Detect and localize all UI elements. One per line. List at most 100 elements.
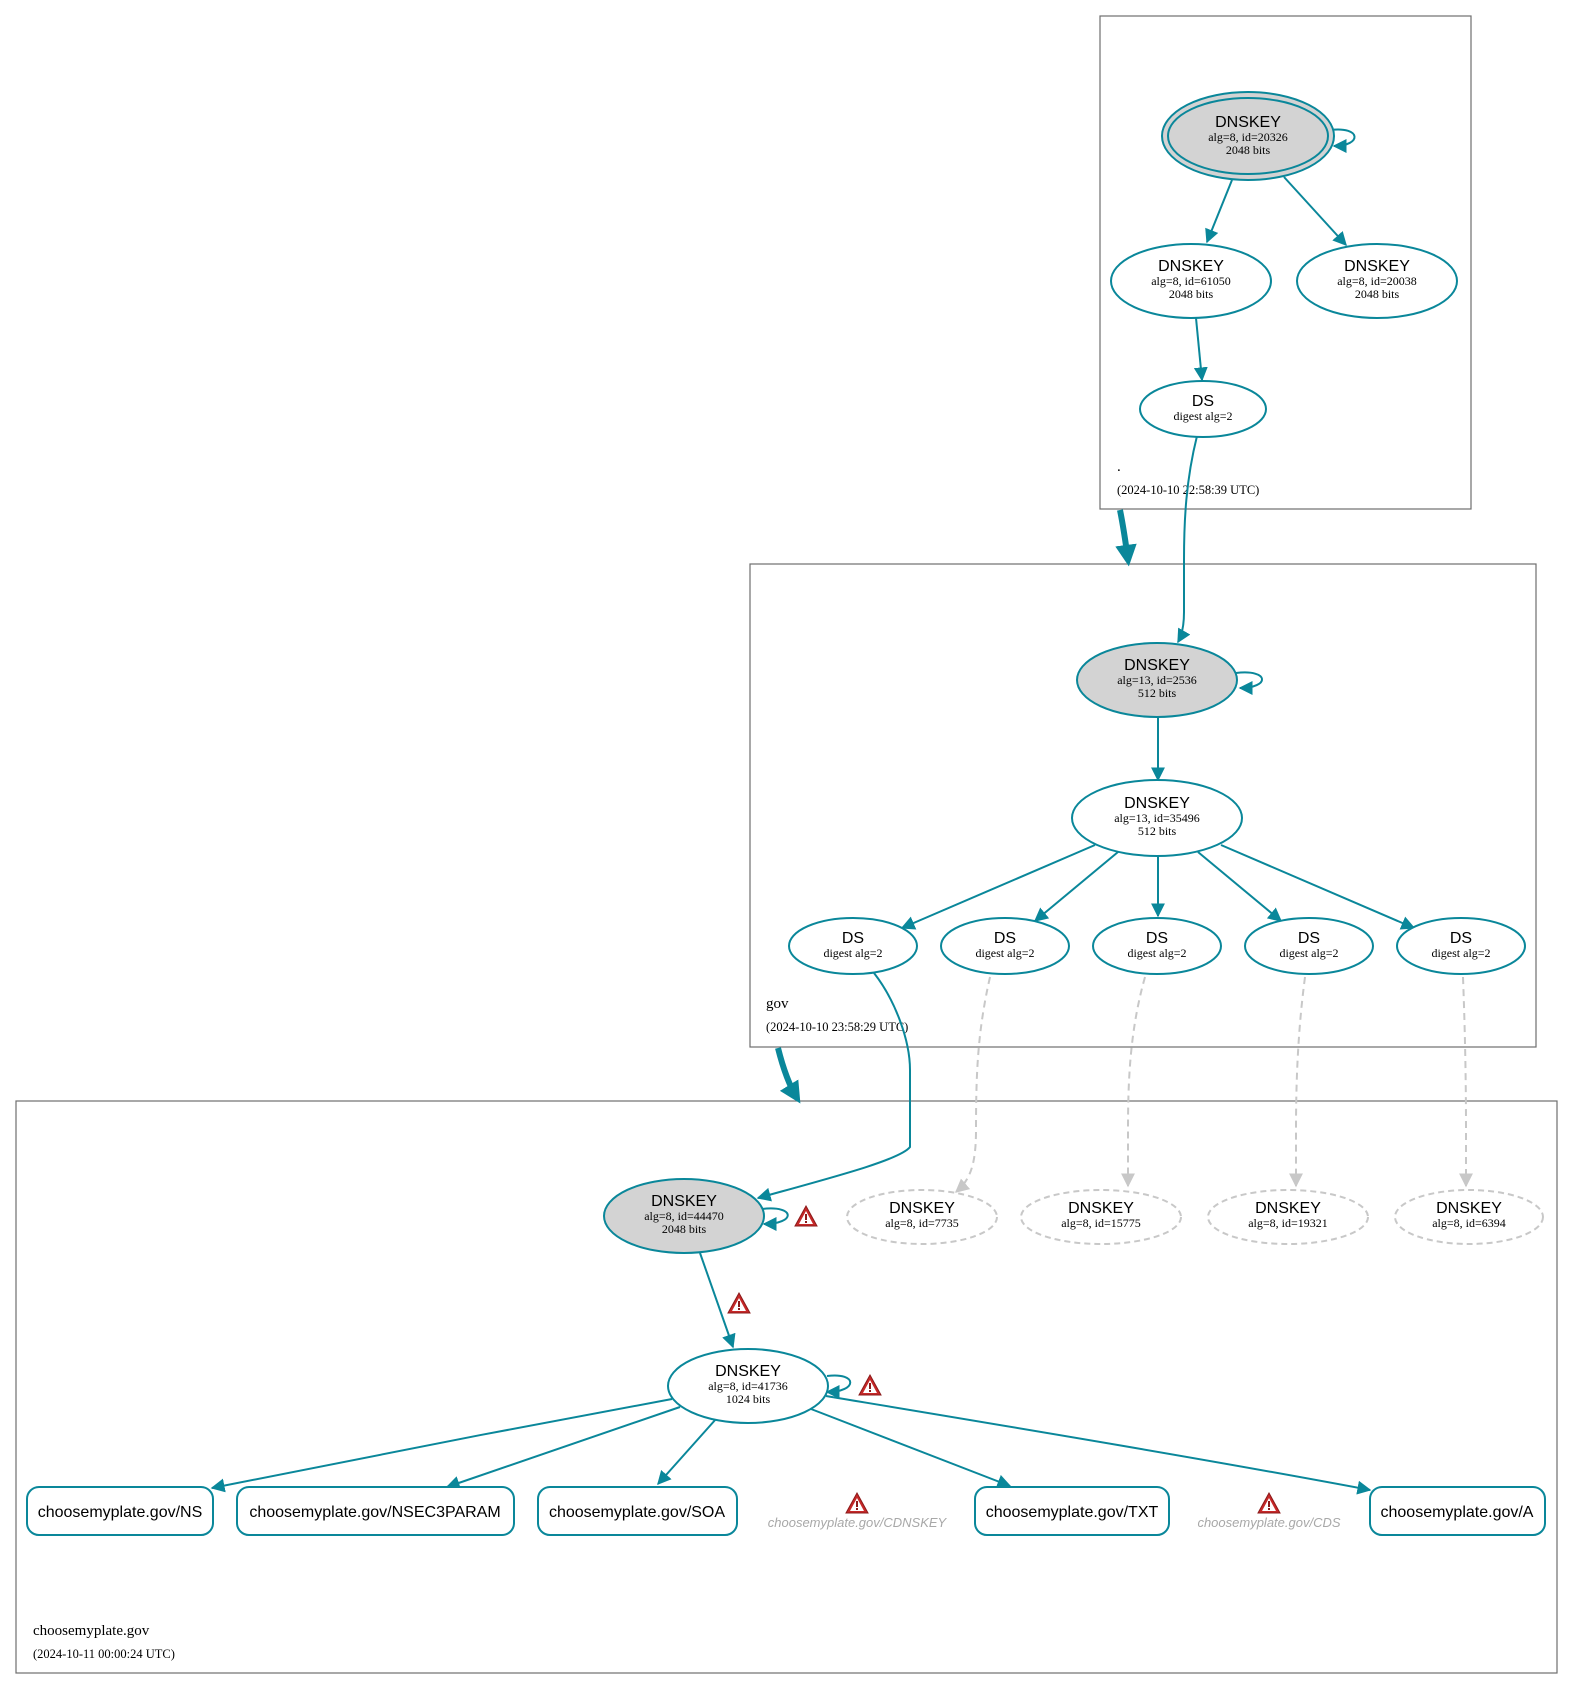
node-cmp-missing-6394[interactable]: DNSKEY alg=8, id=6394 [1394, 1189, 1544, 1245]
edge-root-zsk1-ds [1193, 317, 1208, 382]
delegation-arrow-gov-choosemyplate [775, 1047, 801, 1104]
node-detail: 512 bits [1138, 686, 1177, 700]
delegation-arrow-root-gov [1115, 509, 1137, 567]
node-detail: 2048 bits [1226, 143, 1271, 157]
node-detail: alg=13, id=2536 [1117, 673, 1197, 687]
node-detail: digest alg=2 [975, 946, 1034, 960]
node-root-zsk-20038[interactable]: DNSKEY alg=8, id=20038 2048 bits [1296, 243, 1458, 319]
edge-gov-ds3-missing2 [1121, 976, 1146, 1188]
edge-cmp-ksk-self [761, 1207, 789, 1231]
node-detail: alg=8, id=41736 [708, 1379, 788, 1393]
edge-gov-ds5-missing4 [1459, 976, 1473, 1188]
edge-root-ksk-zsk1 [1205, 179, 1233, 244]
rrset-txt[interactable]: choosemyplate.gov/TXT [974, 1486, 1170, 1536]
node-detail: digest alg=2 [1279, 946, 1338, 960]
edge-gov-ds2-missing1 [954, 976, 991, 1193]
node-detail: alg=13, id=35496 [1114, 811, 1200, 825]
node-title: DS [1192, 393, 1214, 410]
node-detail: 2048 bits [1169, 287, 1214, 301]
node-detail: digest alg=2 [1431, 946, 1490, 960]
edge-cmp-zsk-self [825, 1374, 852, 1399]
edge-root-ksk-zsk2 [1283, 176, 1347, 247]
edge-gov-zsk-ds1 [900, 844, 1096, 930]
node-gov-ds-2[interactable]: DS digest alg=2 [940, 917, 1070, 975]
rrset-cdnskey-missing[interactable]: choosemyplate.gov/CDNSKEY [768, 1492, 948, 1530]
edge-cmp-zsk-nsec3param [445, 1406, 681, 1490]
node-title: DS [994, 930, 1016, 947]
warning-icon[interactable] [794, 1205, 818, 1227]
node-gov-ds-5[interactable]: DS digest alg=2 [1396, 917, 1526, 975]
node-detail: digest alg=2 [1127, 946, 1186, 960]
edge-gov-ds4-missing3 [1289, 976, 1306, 1188]
node-title: DNSKEY [1215, 114, 1281, 131]
node-cmp-missing-15775[interactable]: DNSKEY alg=8, id=15775 [1020, 1189, 1182, 1245]
edge-cmp-zsk-soa [657, 1418, 717, 1486]
node-detail: alg=8, id=61050 [1151, 274, 1231, 288]
node-gov-ds-4[interactable]: DS digest alg=2 [1244, 917, 1374, 975]
warning-icon[interactable] [727, 1292, 751, 1314]
node-detail: alg=8, id=44470 [644, 1209, 724, 1223]
node-title: DNSKEY [715, 1363, 781, 1380]
node-title: DS [1146, 930, 1168, 947]
rrset-soa[interactable]: choosemyplate.gov/SOA [537, 1486, 738, 1536]
rrset-label: choosemyplate.gov/CDS [1197, 1515, 1340, 1530]
rrset-label: choosemyplate.gov/SOA [549, 1504, 725, 1521]
node-detail: alg=8, id=19321 [1248, 1216, 1328, 1230]
node-root-ksk[interactable]: DNSKEY alg=8, id=20326 2048 bits [1161, 91, 1335, 181]
edge-cmp-ksk-zsk [699, 1252, 736, 1349]
node-gov-ds-1[interactable]: DS digest alg=2 [788, 917, 918, 975]
node-detail: digest alg=2 [823, 946, 882, 960]
zone-gov-timestamp: (2024-10-10 23:58:29 UTC) [766, 1020, 908, 1034]
zone-choosemyplate-name: choosemyplate.gov [33, 1623, 150, 1639]
node-title: DNSKEY [1255, 1200, 1321, 1217]
edge-gov-zsk-ds5 [1220, 844, 1416, 930]
node-cmp-ksk[interactable]: DNSKEY alg=8, id=44470 2048 bits [603, 1178, 765, 1254]
edge-gov-ds1-cmp-ksk [756, 972, 911, 1202]
node-gov-ds-3[interactable]: DS digest alg=2 [1092, 917, 1222, 975]
node-title: DNSKEY [1158, 258, 1224, 275]
zone-gov: gov (2024-10-10 23:58:29 UTC) [749, 563, 1537, 1048]
node-root-ds[interactable]: DS digest alg=2 [1139, 380, 1267, 438]
node-gov-ksk[interactable]: DNSKEY alg=13, id=2536 512 bits [1076, 642, 1238, 718]
node-detail: alg=8, id=7735 [885, 1216, 959, 1230]
edge-cmp-zsk-ns [210, 1398, 673, 1493]
edge-root-ksk-self [1329, 128, 1356, 153]
warning-icon[interactable] [858, 1374, 882, 1396]
node-detail: 2048 bits [662, 1222, 707, 1236]
edge-gov-zsk-ds2 [1033, 851, 1119, 922]
node-detail: 512 bits [1138, 824, 1177, 838]
rrset-ns[interactable]: choosemyplate.gov/NS [26, 1486, 214, 1536]
node-detail: alg=8, id=6394 [1432, 1216, 1506, 1230]
rrset-label: choosemyplate.gov/NS [38, 1504, 203, 1521]
node-cmp-zsk[interactable]: DNSKEY alg=8, id=41736 1024 bits [667, 1348, 829, 1424]
node-cmp-missing-19321[interactable]: DNSKEY alg=8, id=19321 [1207, 1189, 1369, 1245]
node-detail: digest alg=2 [1173, 409, 1232, 423]
edge-cmp-zsk-a [825, 1395, 1372, 1495]
warning-icon [845, 1492, 869, 1514]
rrset-cds-missing[interactable]: choosemyplate.gov/CDS [1197, 1492, 1341, 1530]
node-gov-zsk[interactable]: DNSKEY alg=13, id=35496 512 bits [1071, 779, 1243, 857]
node-root-zsk-61050[interactable]: DNSKEY alg=8, id=61050 2048 bits [1110, 243, 1272, 319]
warning-icon [1257, 1492, 1281, 1514]
rrset-nsec3param[interactable]: choosemyplate.gov/NSEC3PARAM [236, 1486, 515, 1536]
edge-gov-ksk-self [1235, 671, 1263, 695]
edge-root-ds-gov-ksk [1177, 435, 1198, 644]
zone-choosemyplate-timestamp: (2024-10-11 00:00:24 UTC) [33, 1647, 175, 1661]
node-cmp-missing-7735[interactable]: DNSKEY alg=8, id=7735 [846, 1189, 998, 1245]
node-title: DS [1450, 930, 1472, 947]
edge-cmp-zsk-txt [810, 1408, 1012, 1488]
node-title: DNSKEY [1124, 795, 1190, 812]
node-title: DS [1298, 930, 1320, 947]
node-title: DNSKEY [1344, 258, 1410, 275]
zone-gov-name: gov [766, 996, 789, 1012]
node-detail: 2048 bits [1355, 287, 1400, 301]
node-title: DNSKEY [651, 1193, 717, 1210]
node-title: DNSKEY [1436, 1200, 1502, 1217]
rrset-label: choosemyplate.gov/TXT [986, 1504, 1159, 1521]
rrset-label: choosemyplate.gov/NSEC3PARAM [249, 1504, 500, 1521]
node-title: DNSKEY [1068, 1200, 1134, 1217]
rrset-a[interactable]: choosemyplate.gov/A [1369, 1486, 1546, 1536]
node-detail: alg=8, id=15775 [1061, 1216, 1141, 1230]
rrset-label: choosemyplate.gov/A [1381, 1504, 1534, 1521]
